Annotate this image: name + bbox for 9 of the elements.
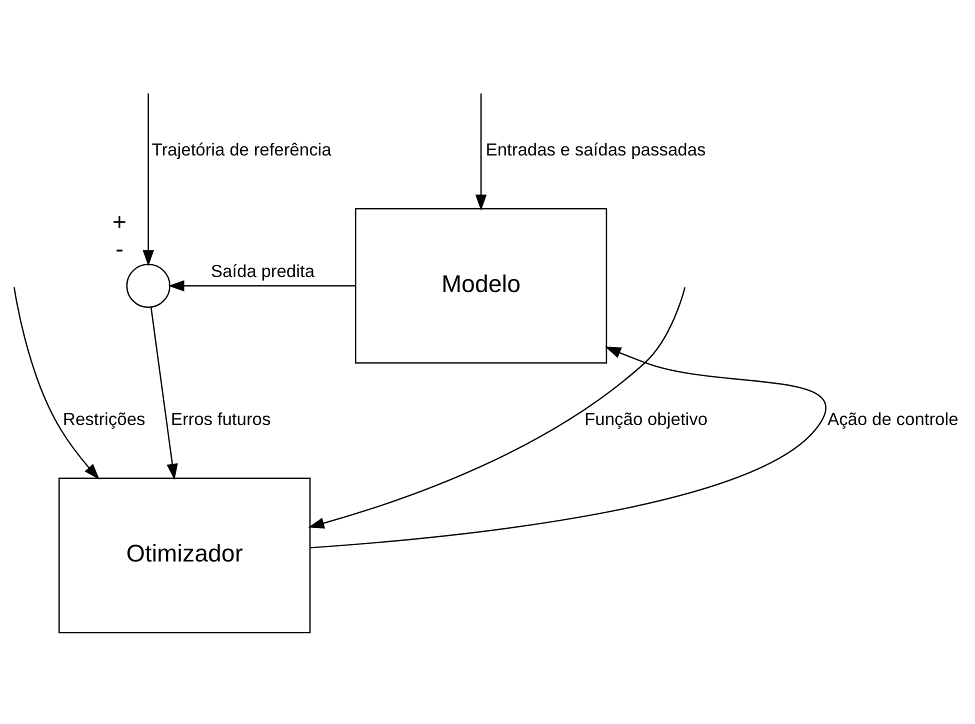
edge-label: Saída predita	[210, 260, 315, 280]
node-label: -	[115, 235, 124, 262]
edge-label: Restrições	[62, 408, 146, 429]
edge-label: Entradas e saídas passadas	[486, 139, 706, 160]
edge-label: Erros futuros	[170, 408, 271, 429]
edge-label: Ação de controle	[827, 408, 958, 429]
edge-label: Trajetória de referência	[152, 139, 332, 160]
node-label: +	[112, 208, 127, 236]
edge-label: Função objetivo	[584, 408, 708, 429]
